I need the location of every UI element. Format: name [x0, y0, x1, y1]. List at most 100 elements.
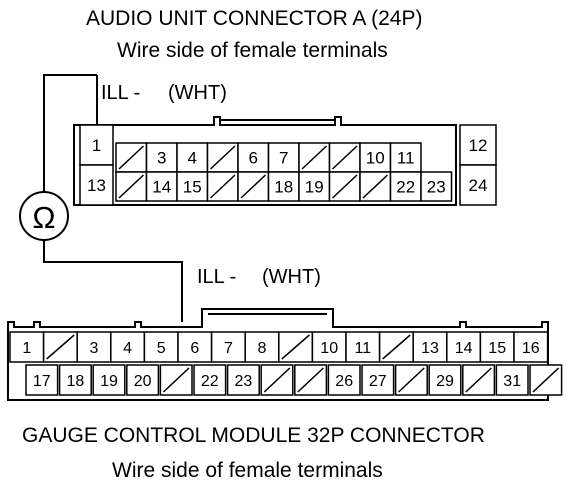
wire-connector-a-to-meter [43, 74, 97, 192]
connector-a-terminal-12-cell [459, 124, 497, 166]
connector-b-bottom-14-label: 31 [503, 373, 521, 390]
connector-a-bottom-6-label: 18 [274, 178, 293, 197]
connector-a-terminal-13-cell [79, 164, 114, 206]
connector-b-top-15-cell [513, 331, 549, 363]
connector-a-wire-color: (WHT) [168, 82, 227, 104]
connector-b-top-15-label: 16 [522, 340, 540, 357]
connector-b-bottom-1-cell [58, 364, 92, 396]
connector-b-top-5-cell [177, 331, 213, 363]
connector-b-housing [7, 308, 549, 401]
connector-a-subtitle: Wire side of female terminals [117, 39, 388, 62]
connector-a-top-9-label: 10 [366, 149, 385, 168]
connector-b-bottom-12-label: 29 [436, 373, 454, 390]
connector-a-terminal-12-label: 12 [469, 136, 488, 155]
connector-b-top-7-label: 8 [258, 340, 267, 357]
connector-b-top-6-label: 7 [224, 340, 233, 357]
connector-a-terminal-24-cell [459, 164, 497, 206]
connector-b-top-8-unused-slash [281, 334, 310, 360]
connector-b-top-3-label: 4 [123, 340, 132, 357]
wire-meter-to-connector-b [43, 240, 183, 322]
connector-b-top-2-label: 3 [90, 340, 99, 357]
connector-a-terminal-24-label: 24 [469, 176, 488, 195]
connector-b-top-9-cell [311, 331, 347, 363]
connector-b-top-7-cell [244, 331, 280, 363]
connector-b-top-10-label: 11 [354, 340, 371, 357]
connector-b-bottom-10-cell [361, 364, 395, 396]
connector-b-bottom-1-label: 18 [67, 373, 85, 390]
connector-a-terminal-13-label: 13 [87, 176, 106, 195]
connector-a-bottom-6-cell [267, 171, 300, 202]
connector-a-top-2-label: 3 [157, 149, 166, 168]
connector-b-bottom-0-cell [25, 364, 59, 396]
connector-b-top-14-cell [479, 331, 515, 363]
connector-b-bottom-3-label: 20 [134, 373, 152, 390]
connector-b-top-0-cell [9, 331, 45, 363]
connector-a-bottom-1-unused-slash [118, 174, 145, 199]
connector-b-top-13-label: 14 [455, 340, 473, 357]
connector-b-bottom-5-label: 22 [201, 373, 219, 390]
connector-a-title: AUDIO UNIT CONNECTOR A (24P) [86, 7, 423, 30]
connector-b-top-14-label: 15 [488, 340, 506, 357]
connector-b-bottom-0-label: 17 [33, 373, 51, 390]
connector-b-bottom-10-label: 27 [369, 373, 387, 390]
connector-a-wire-label: ILL - [101, 82, 141, 104]
connector-a-top-4-unused-slash [209, 145, 236, 170]
connector-b-bottom-6-label: 23 [235, 373, 253, 390]
connector-a-top-6-label: 7 [279, 149, 288, 168]
connector-b-top-2-cell [76, 331, 112, 363]
connector-b-bottom-15-unused-slash [532, 367, 560, 393]
connector-a-top-8-unused-slash [331, 145, 358, 170]
connector-a-bottom-5-unused-slash [240, 174, 267, 199]
connector-b-bottom-14-cell [495, 364, 529, 396]
connector-a-top-3-label: 4 [188, 149, 197, 168]
connector-a-bottom-8-unused-slash [331, 174, 358, 199]
connector-b-subtitle: Wire side of female terminals [112, 459, 383, 482]
connector-b-bottom-11-unused-slash [398, 367, 425, 393]
connector-b-title: GAUGE CONTROL MODULE 32P CONNECTOR [22, 424, 485, 447]
connector-b-bottom-3-cell [126, 364, 160, 396]
connector-a-bottom-9-unused-slash [362, 174, 389, 199]
connector-a-bottom-10-label: 22 [396, 178, 415, 197]
connector-a-bottom-7-cell [298, 171, 331, 202]
connector-b-bottom-8-unused-slash [297, 367, 324, 393]
connector-a-top-7-unused-slash [301, 145, 328, 170]
connector-b-top-9-label: 10 [320, 340, 338, 357]
connector-a-housing [73, 116, 457, 206]
connector-b-top-6-cell [210, 331, 246, 363]
ohmmeter: Ω [19, 191, 69, 241]
connector-b-bottom-6-cell [226, 364, 260, 396]
connector-a-top-10-label: 11 [397, 149, 415, 168]
connector-a-bottom-7-label: 19 [305, 178, 324, 197]
connector-a-bottom-3-label: 15 [183, 178, 202, 197]
connector-b-top-1-unused-slash [46, 334, 75, 360]
connector-b-bottom-2-label: 19 [100, 373, 118, 390]
connector-b-top-0-label: 1 [22, 340, 31, 357]
connector-b-bottom-9-cell [327, 364, 361, 396]
connector-a-bottom-10-cell [389, 171, 422, 202]
connector-b-top-4-label: 5 [157, 340, 166, 357]
connector-a-bottom-2-cell [145, 171, 178, 202]
connector-b-wire-color: (WHT) [262, 266, 321, 288]
connector-a-top-1-unused-slash [118, 145, 145, 170]
connector-a-bottom-11-label: 23 [427, 178, 446, 197]
connector-b-top-11-unused-slash [382, 334, 411, 360]
connector-a-bottom-4-unused-slash [209, 174, 236, 199]
connector-b-top-3-cell [110, 331, 146, 363]
connector-b-top-5-label: 6 [190, 340, 199, 357]
connector-a-bottom-11-cell [420, 171, 453, 202]
connector-b-bottom-9-label: 26 [335, 373, 353, 390]
connector-a-bottom-2-label: 14 [152, 178, 171, 197]
ohmmeter-circle [19, 191, 69, 241]
connector-b-bottom-4-unused-slash [162, 367, 190, 393]
connector-a-terminal-1-label: 1 [92, 136, 101, 155]
ohm-symbol-icon: Ω [32, 200, 55, 235]
connector-a-top-5-label: 6 [249, 149, 258, 168]
connector-b-bottom-5-cell [193, 364, 227, 396]
connector-b-wire-label: ILL - [197, 266, 237, 288]
connector-b-bottom-7-unused-slash [263, 367, 291, 393]
connector-b-top-12-label: 13 [421, 340, 439, 357]
connector-b-bottom-2-cell [92, 364, 126, 396]
